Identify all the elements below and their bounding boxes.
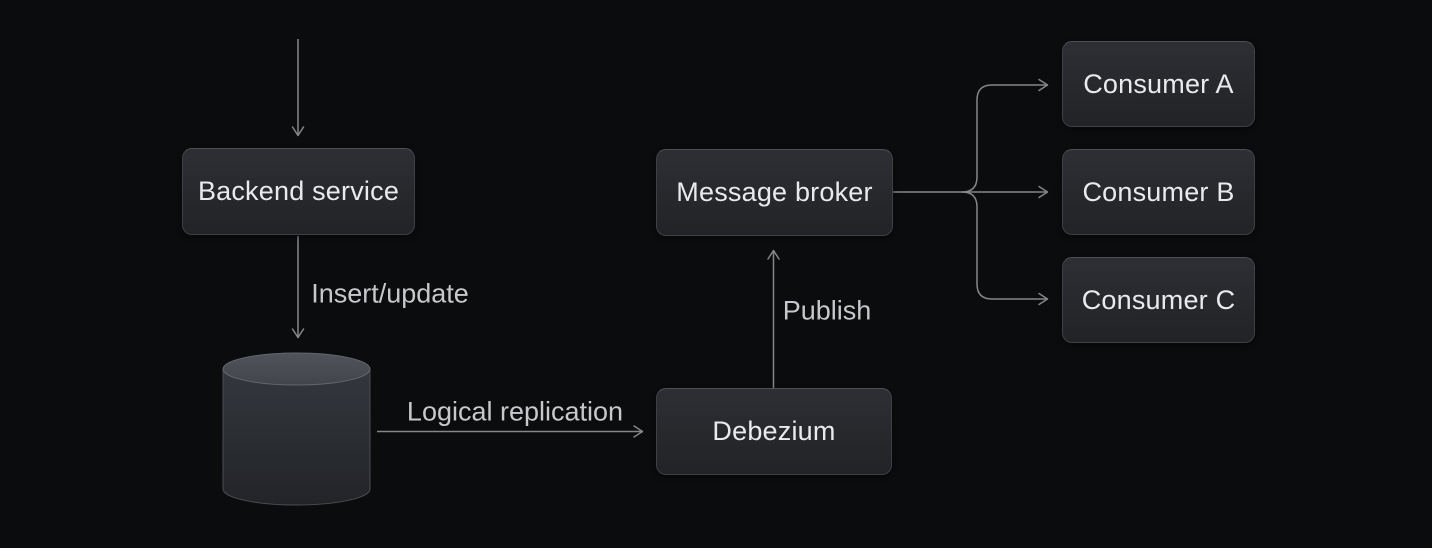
node-consumer-c-label: Consumer C <box>1081 284 1236 315</box>
node-debezium-label: Debezium <box>712 416 836 446</box>
node-consumer-c: Consumer C <box>1062 257 1255 343</box>
node-consumer-b-label: Consumer B <box>1082 176 1235 207</box>
edge-label-insert-update: Insert/update <box>311 278 469 309</box>
edge-label-logical-replication: Logical replication <box>406 396 624 427</box>
node-backend-service-label: Backend service <box>197 176 400 206</box>
node-consumer-a-label: Consumer A <box>1083 68 1234 99</box>
node-message-broker-label: Message broker <box>676 177 873 207</box>
node-consumer-a: Consumer A <box>1062 41 1255 127</box>
database-cylinder-icon <box>222 352 371 506</box>
edge-broker-to-consumer-a-arrow <box>961 78 1049 193</box>
node-backend-service: Backend service <box>182 148 415 235</box>
edge-label-publish: Publish <box>782 295 872 326</box>
node-debezium: Debezium <box>656 388 892 475</box>
edge-broker-to-consumer-c-arrow <box>961 191 1049 306</box>
node-message-broker: Message broker <box>656 149 893 236</box>
node-consumer-b: Consumer B <box>1062 149 1255 235</box>
